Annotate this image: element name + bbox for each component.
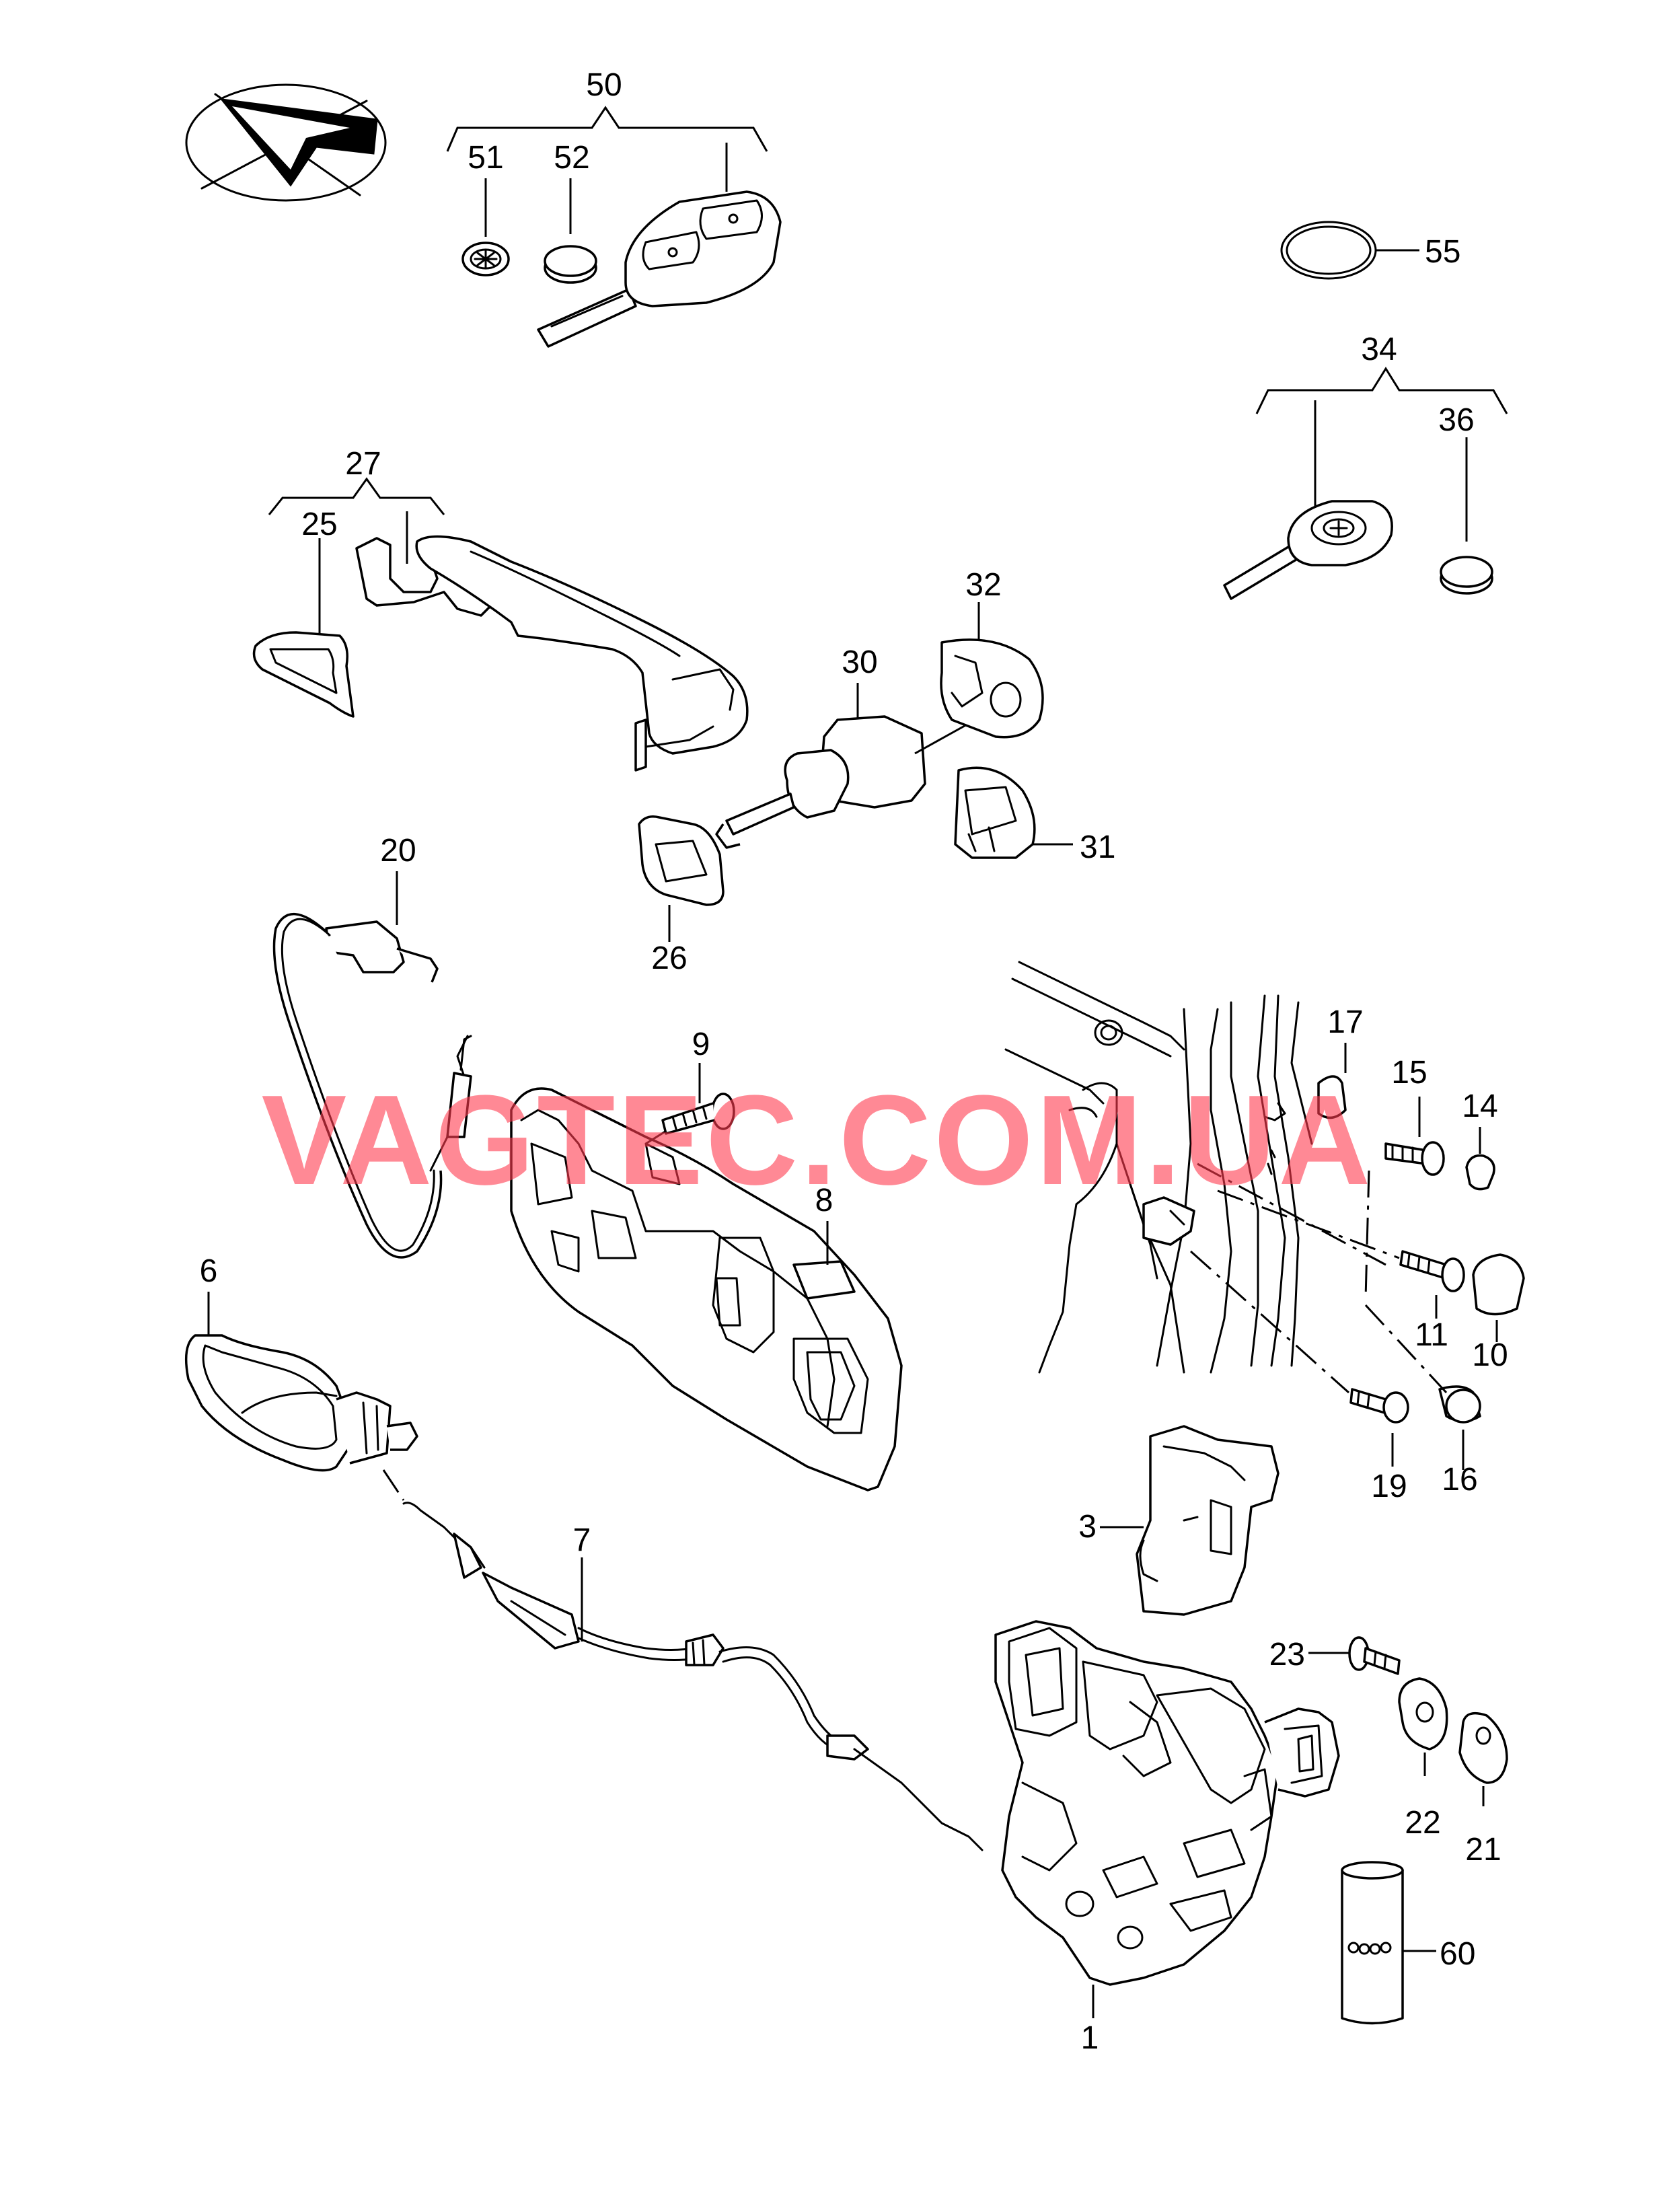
part-3-lock-cover <box>1100 1425 1279 1616</box>
part-34-key <box>1223 367 1508 600</box>
part-23-screw <box>1308 1636 1401 1675</box>
part-label-20: 20 <box>380 833 416 869</box>
part-32-cover-cap <box>940 602 1044 739</box>
part-label-60: 60 <box>1440 1936 1475 1972</box>
part-6-inner-door-handle <box>184 1292 418 1501</box>
part-27-outer-door-handle <box>252 477 749 772</box>
part-label-9: 9 <box>692 1027 710 1062</box>
part-label-55: 55 <box>1425 234 1460 270</box>
part-14-cap <box>1465 1127 1495 1191</box>
part-label-50: 50 <box>586 67 622 103</box>
part-label-51: 51 <box>468 140 503 176</box>
part-label-6: 6 <box>200 1253 218 1289</box>
door-frame-section <box>1004 961 1313 1374</box>
part-10-cap <box>1472 1253 1525 1342</box>
part-31-cap-trim <box>954 766 1073 859</box>
part-16-plug <box>1438 1385 1481 1470</box>
part-9-screw <box>661 1063 735 1135</box>
part-label-34: 34 <box>1361 332 1397 367</box>
part-label-8: 8 <box>815 1183 833 1218</box>
part-label-30: 30 <box>842 644 877 680</box>
part-55-o-ring <box>1280 221 1419 280</box>
part-60-lubricant-tube <box>1341 1861 1436 2025</box>
part-7-bowden-cable <box>402 1502 984 1851</box>
part-label-36: 36 <box>1438 402 1474 438</box>
part-label-23: 23 <box>1269 1637 1305 1672</box>
part-label-19: 19 <box>1371 1469 1407 1504</box>
part-label-31: 31 <box>1080 830 1115 865</box>
part-17-plug <box>1317 1043 1347 1119</box>
part-label-10: 10 <box>1472 1337 1508 1373</box>
emblem-part-51 <box>461 242 510 276</box>
dashed-mounting-lines <box>1190 1163 1448 1394</box>
part-label-21: 21 <box>1465 1832 1501 1868</box>
part-label-27: 27 <box>345 446 381 482</box>
part-label-15: 15 <box>1391 1055 1427 1091</box>
part-label-3: 3 <box>1078 1509 1097 1545</box>
part-label-14: 14 <box>1462 1089 1497 1124</box>
part-label-16: 16 <box>1442 1462 1477 1498</box>
part-label-25: 25 <box>301 507 337 542</box>
part-label-22: 22 <box>1405 1805 1440 1841</box>
part-30-lock-cylinder <box>715 683 1006 849</box>
part-label-7: 7 <box>573 1522 591 1558</box>
part-label-1: 1 <box>1081 2020 1099 2056</box>
watermark-text: VAGTEC.COM.UA <box>262 1069 1374 1212</box>
part-label-11: 11 <box>1415 1317 1448 1353</box>
battery-part-36 <box>1440 556 1493 595</box>
part-22-washer <box>1398 1677 1448 1776</box>
part-11-bolt <box>1399 1250 1465 1319</box>
part-26-handle-trim <box>638 815 725 942</box>
flip-key-body <box>537 190 782 348</box>
part-label-26: 26 <box>651 941 687 976</box>
part-label-32: 32 <box>965 567 1001 603</box>
part-50-remote-key <box>446 106 782 348</box>
part-15-bolt <box>1384 1097 1445 1176</box>
part-25-gasket <box>252 631 355 718</box>
part-label-17: 17 <box>1327 1004 1363 1040</box>
part-1-door-lock <box>994 1620 1340 2018</box>
battery-part-52 <box>544 245 597 284</box>
part-19-screw <box>1349 1388 1409 1467</box>
part-21-plate <box>1458 1711 1508 1806</box>
orientation-arrow-in-ellipse-icon <box>185 83 387 202</box>
part-label-52: 52 <box>554 140 589 176</box>
part-8-handle-carrier <box>510 1087 903 1491</box>
part-20-bowden-cable <box>272 871 472 1259</box>
